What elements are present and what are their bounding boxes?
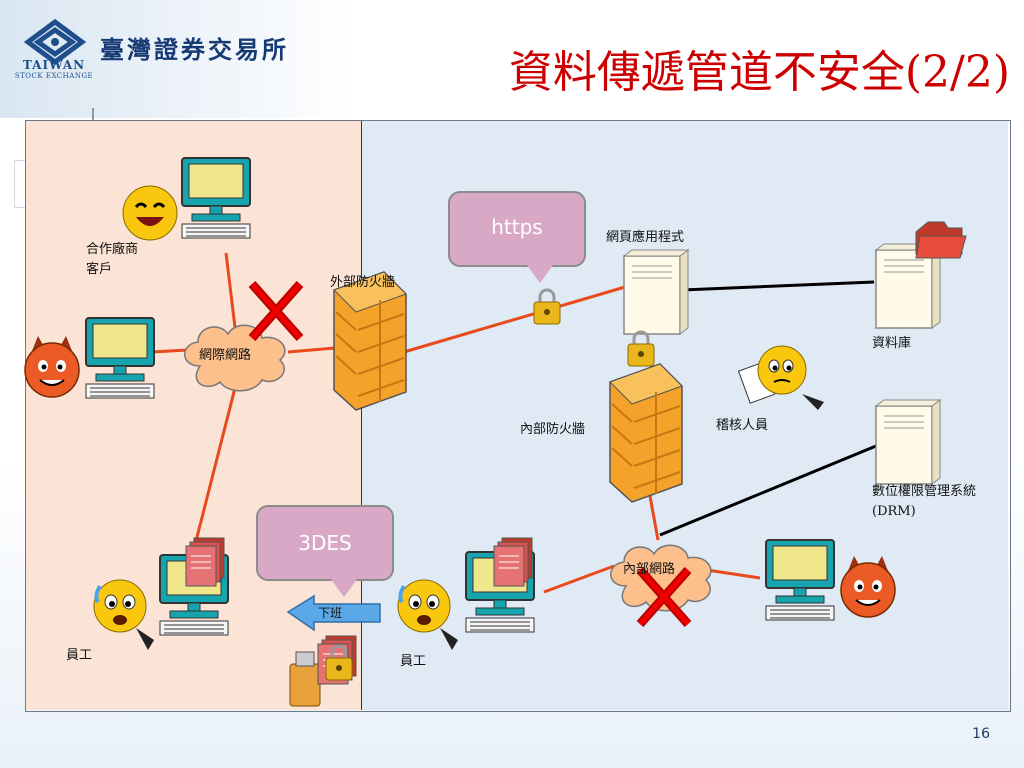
web-app-label: 網頁應用程式 xyxy=(606,230,685,245)
intranet-label: 內部網路 xyxy=(623,562,676,577)
callout-tail xyxy=(328,575,360,597)
diagram-frame xyxy=(25,120,1011,712)
internal-firewall-icon xyxy=(609,363,683,503)
connection-lines xyxy=(151,252,761,594)
attacker-computer-icon xyxy=(765,539,835,621)
auditor-icon xyxy=(737,345,824,410)
web-server-icon xyxy=(623,249,689,335)
https-callout: https xyxy=(448,191,586,283)
page-number: 16 xyxy=(972,726,990,742)
blocked-x-icon xyxy=(252,284,300,338)
leave-work-label: 下班 xyxy=(318,606,343,620)
auditor-label: 稽核人員 xyxy=(716,418,769,433)
devil-face-icon xyxy=(840,555,896,618)
employee-right-label: 員工 xyxy=(400,654,427,669)
attacker-computer-icon xyxy=(85,317,155,399)
slide-header xyxy=(0,0,1024,118)
partner-label: 合作廠商客戶 xyxy=(86,242,139,277)
folder-icon xyxy=(915,221,967,259)
lock-icon xyxy=(532,288,562,326)
external-firewall-icon xyxy=(333,271,407,411)
https-callout-label: https xyxy=(491,215,543,239)
drm-label: 數位權限管理系統(DRM) xyxy=(872,484,977,519)
drm-server-icon xyxy=(875,399,941,485)
black-lines xyxy=(659,280,877,537)
worried-face-icon xyxy=(92,578,156,652)
partner-computer-icon xyxy=(181,157,251,239)
decorative-tick xyxy=(92,108,94,124)
worried-face-icon xyxy=(396,578,460,652)
happy-face-icon xyxy=(122,185,178,241)
callout-tail xyxy=(524,261,556,283)
usb-drive-icon xyxy=(289,651,321,707)
internal-firewall-label: 內部防火牆 xyxy=(520,422,586,437)
database-label: 資料庫 xyxy=(872,336,912,351)
employee-left-label: 員工 xyxy=(66,648,93,663)
3des-callout: 3DES xyxy=(256,505,394,597)
zone-divider xyxy=(361,121,362,710)
org-name: 臺灣證券交易所 xyxy=(100,35,289,64)
3des-callout-label: 3DES xyxy=(298,531,352,555)
logo-text-stock-exchange: STOCK EXCHANGE xyxy=(14,72,94,80)
page-title: 資料傳遞管道不安全(2/2) xyxy=(508,47,1010,98)
internet-label: 網際網路 xyxy=(199,348,252,363)
devil-face-icon xyxy=(24,335,80,398)
documents-icon xyxy=(493,537,533,587)
external-firewall-label: 外部防火牆 xyxy=(330,275,396,290)
logo-wordmark: TAIWAN STOCK EXCHANGE xyxy=(8,58,100,80)
documents-icon xyxy=(185,537,225,587)
leave-arrow-icon xyxy=(286,594,381,632)
lock-icon xyxy=(626,330,656,368)
twse-logo-icon xyxy=(23,18,87,66)
logo-text-taiwan: TAIWAN xyxy=(22,58,86,72)
